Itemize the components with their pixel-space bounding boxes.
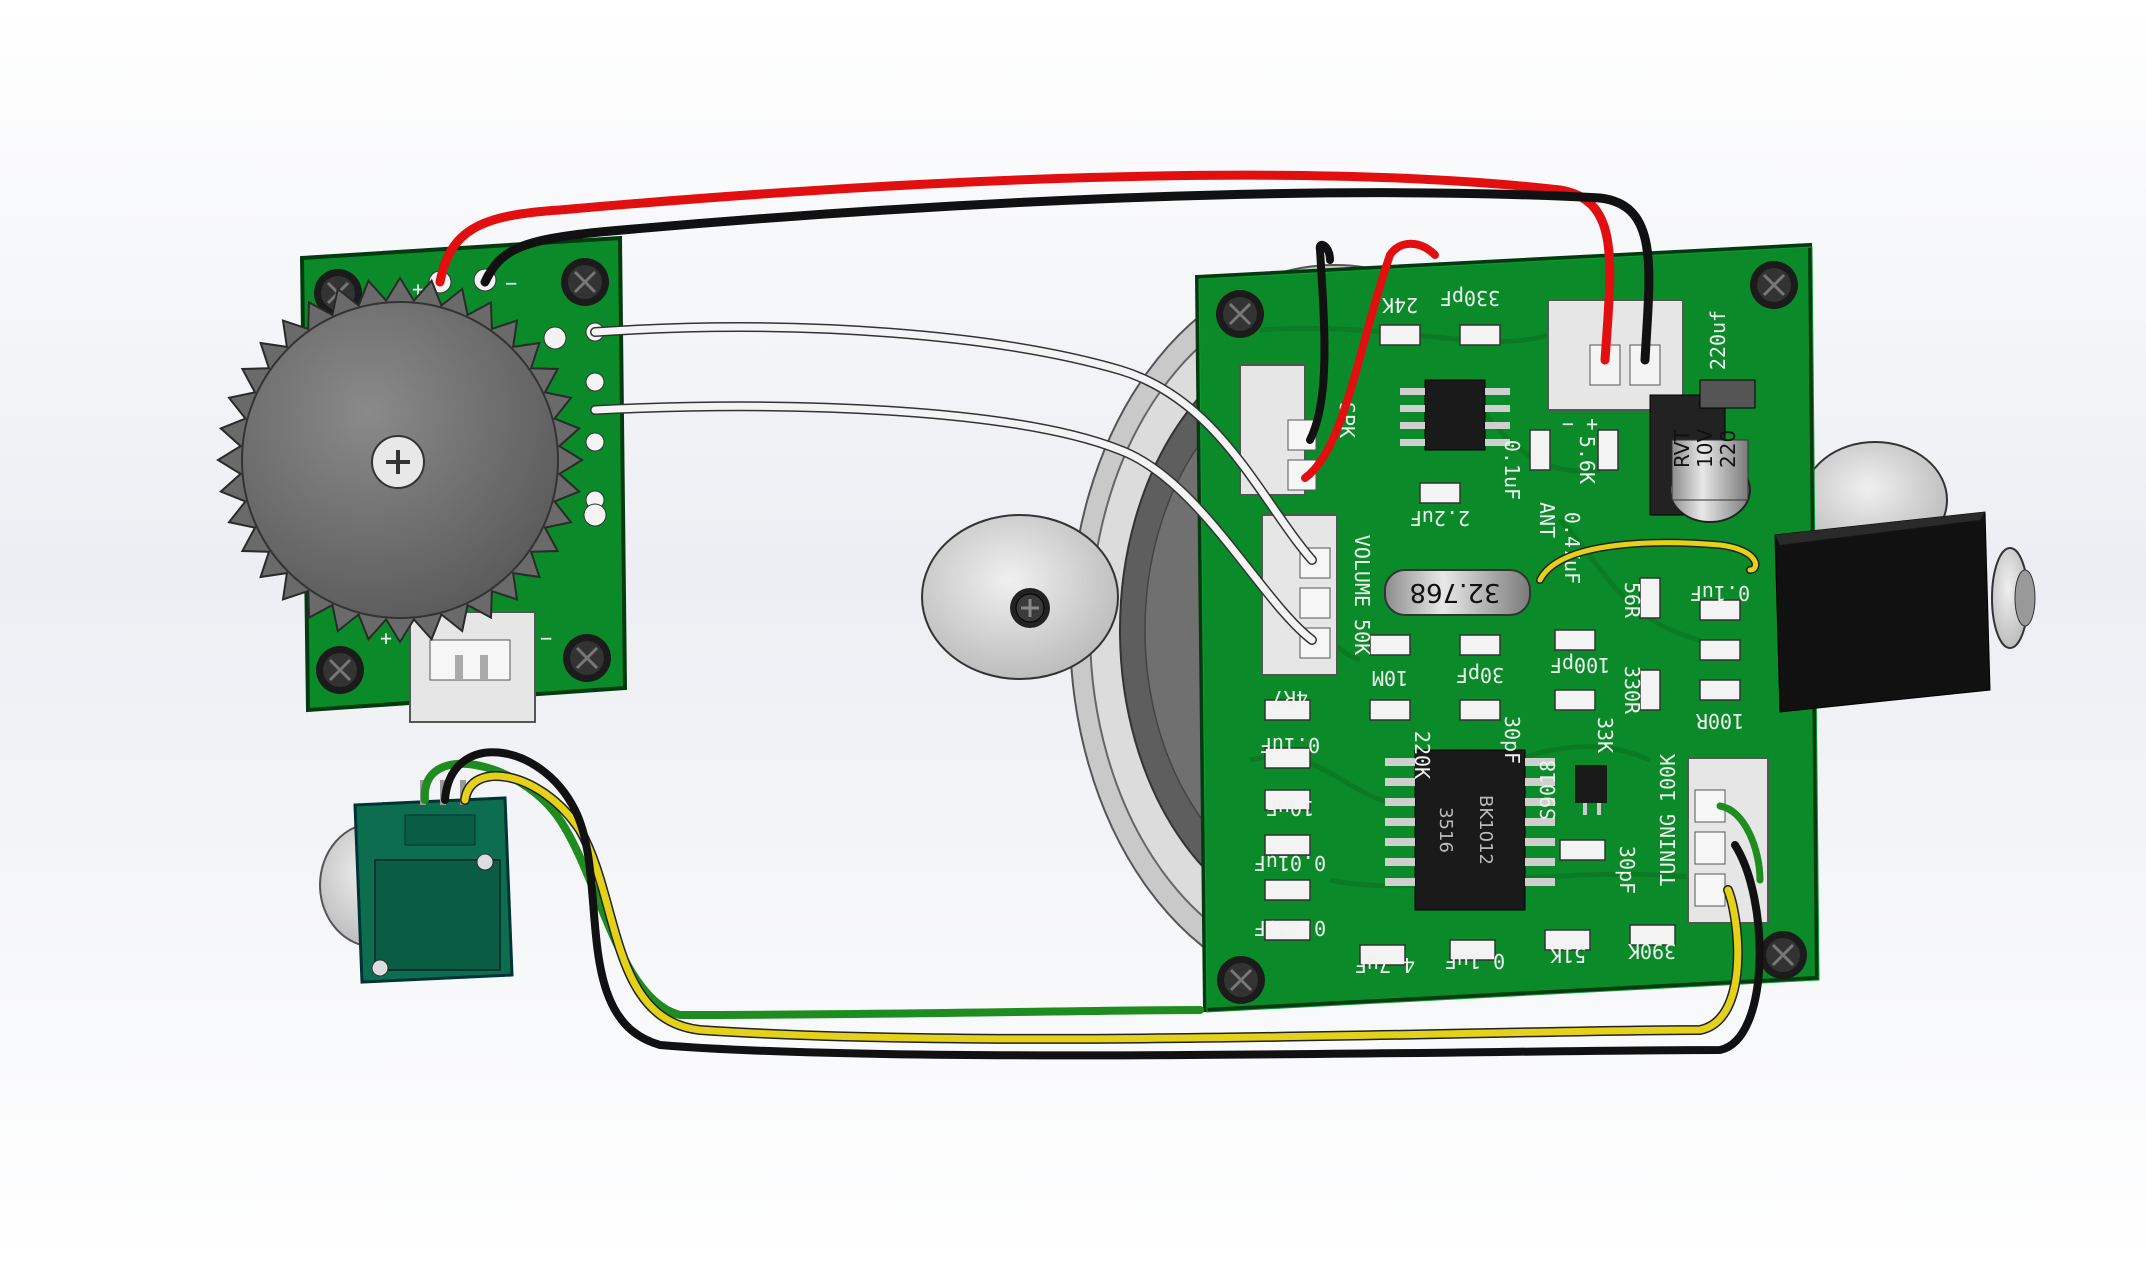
wire-black: [480, 188, 1654, 365]
label-330r: 330R: [1620, 666, 1644, 715]
label-ant: ANT: [1535, 502, 1559, 538]
ic-code-label: 3516: [1435, 807, 1456, 853]
wire-spk-black: [1306, 240, 1334, 444]
label-volume: VOLUME 50K: [1350, 535, 1374, 655]
volume-knob: [216, 276, 584, 644]
audio-jack: [1774, 511, 2036, 713]
knob-screw-icon: [371, 435, 425, 489]
smd-components: [1264, 324, 1741, 966]
wire-white-2-core: [591, 402, 1316, 644]
elec-cap-label-mid: 10V: [1693, 429, 1717, 468]
wire-spk-red: [1301, 239, 1439, 482]
label-tuning: TUNING 100K: [1656, 754, 1680, 886]
wire-green-board: [1716, 802, 1764, 884]
label-33k: 33K: [1593, 717, 1617, 753]
main-pcb: 220 10V RVT 32.768: [1194, 242, 2036, 1013]
wire-black-trimmer: [441, 748, 1764, 1060]
label-2-2uf: 2.2uF: [1410, 506, 1470, 530]
label-10uf: 10uF: [1266, 796, 1314, 820]
bk1012-ic: BK1012 3516: [1385, 749, 1555, 911]
elec-cap-label-bot: RVT: [1670, 429, 1694, 468]
label-56r: 56R: [1620, 582, 1644, 619]
label-0-22uf: 0.22uF: [1254, 916, 1326, 940]
board-screw-icon: [563, 634, 611, 682]
label-390k: 390K: [1628, 939, 1676, 963]
board-screw-icon: [1217, 956, 1265, 1004]
label-220uf: 220uf: [1706, 310, 1730, 370]
crystal-label: 32.768: [1410, 577, 1501, 607]
label-24k: 24K: [1382, 293, 1418, 317]
transistor: [1575, 765, 1607, 815]
label-plus-minus: + −: [1562, 413, 1598, 437]
label-s9018: S9018: [1536, 760, 1560, 820]
label-5-6k: 5.6K: [1575, 436, 1599, 484]
elec-cap-label-top: 220: [1716, 430, 1740, 468]
label-220k: 220K: [1410, 731, 1434, 779]
label-0-47uf: 0.47uF: [1560, 512, 1584, 584]
label-4-7uf: 4.7uF: [1355, 953, 1415, 977]
label-30pf-b: 30pF: [1500, 716, 1524, 764]
board-screw-icon: [316, 646, 364, 694]
electrolytic-capacitor: 220 10V RVT: [1649, 379, 1756, 523]
speaker-mount-disc: [921, 514, 1119, 680]
label-0-1uf-jack: 0.1uF: [1690, 581, 1750, 605]
wire-yellow-antenna-core: [1537, 540, 1758, 583]
left-connector-minus: −: [540, 626, 552, 650]
label-30pf-c: 30pF: [1615, 846, 1639, 894]
label-30pf-a: 30pF: [1456, 663, 1504, 687]
board-screw-icon: [1750, 261, 1798, 309]
label-0-1uf-bottom: 0.1uF: [1445, 949, 1505, 973]
label-330pf: 330pF: [1440, 286, 1500, 310]
wire-red: [435, 170, 1615, 365]
label-51k: 51K: [1550, 943, 1586, 967]
amp-ic: [1400, 379, 1510, 451]
board-screw-icon: [1216, 290, 1264, 338]
left-board-minus: −: [505, 271, 517, 295]
board-screw-icon: [1759, 931, 1807, 979]
board-screw-icon: [561, 258, 609, 306]
tuning-trimmer: [319, 780, 514, 984]
label-4r7: 4R7: [1272, 686, 1308, 710]
label-10m: 10M: [1372, 666, 1408, 690]
wire-yellow-core: [461, 772, 1742, 1043]
label-100pf: 100pF: [1550, 653, 1610, 677]
label-0-1uf-b: 0.1uF: [1260, 733, 1320, 757]
power-connector: [1547, 299, 1684, 411]
label-0-1uf-top: 0.1uF: [1500, 440, 1524, 500]
wires: [420, 170, 1764, 1060]
wire-white-1-core: [591, 323, 1316, 564]
left-connector-plus: +: [380, 626, 392, 650]
ic-part-label: BK1012: [1475, 795, 1496, 865]
label-0-01uf: 0.01uF: [1254, 851, 1326, 875]
crystal-oscillator: 32.768: [1384, 569, 1531, 616]
label-100r: 100R: [1695, 709, 1744, 733]
